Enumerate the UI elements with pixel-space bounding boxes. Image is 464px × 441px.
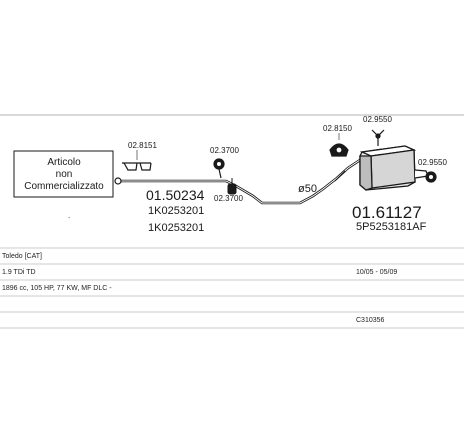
vehicle-period: 10/05 - 05/09 — [356, 269, 397, 276]
pipe-diameter: ø50 — [298, 183, 317, 195]
notice-box: Articolo non Commercializzato — [13, 150, 114, 198]
front-pipe-code: 01.50234 — [146, 187, 205, 203]
hanger-bottom-icon — [227, 178, 237, 195]
rear-silencer-icon — [359, 145, 429, 191]
notice-line-3: Commercializzato — [24, 181, 104, 192]
rear-hook-icon — [371, 129, 385, 146]
rear-right-hanger-icon — [425, 171, 437, 183]
label-02-9550-top: 02.9550 — [363, 115, 392, 124]
notice-line-2: non — [56, 169, 73, 180]
rear-clamp-icon — [329, 133, 349, 157]
label-02-3700-bottom: 02.3700 — [214, 194, 243, 203]
vehicle-engine: 1.9 TDi TD — [2, 269, 36, 276]
label-02-3700-top: 02.3700 — [210, 146, 239, 155]
label-02-9550-right: 02.9550 — [418, 158, 447, 167]
hanger-top-icon — [213, 158, 225, 179]
label-02-8150: 02.8150 — [323, 124, 352, 133]
front-clamp-icon — [122, 150, 152, 171]
notice-dot-mark: . — [68, 211, 70, 220]
vehicle-model: Toledo [CAT] — [2, 253, 42, 260]
label-02-8151: 02.8151 — [128, 141, 157, 150]
vehicle-spec: 1896 cc, 105 HP, 77 KW, MF DLC - — [2, 285, 112, 292]
front-pipe-oem-2: 1K0253201 — [148, 222, 204, 234]
vehicle-code: C310356 — [356, 317, 385, 324]
vehicle-table: Toledo [CAT] 1.9 TDi TD 10/05 - 05/09 18… — [0, 247, 464, 329]
rear-box-code: 01.61127 — [352, 203, 422, 222]
front-pipe-oem-1: 1K0253201 — [148, 205, 204, 217]
rear-box-oem: 5P5253181AF — [356, 221, 427, 233]
notice-line-1: Articolo — [47, 157, 81, 168]
